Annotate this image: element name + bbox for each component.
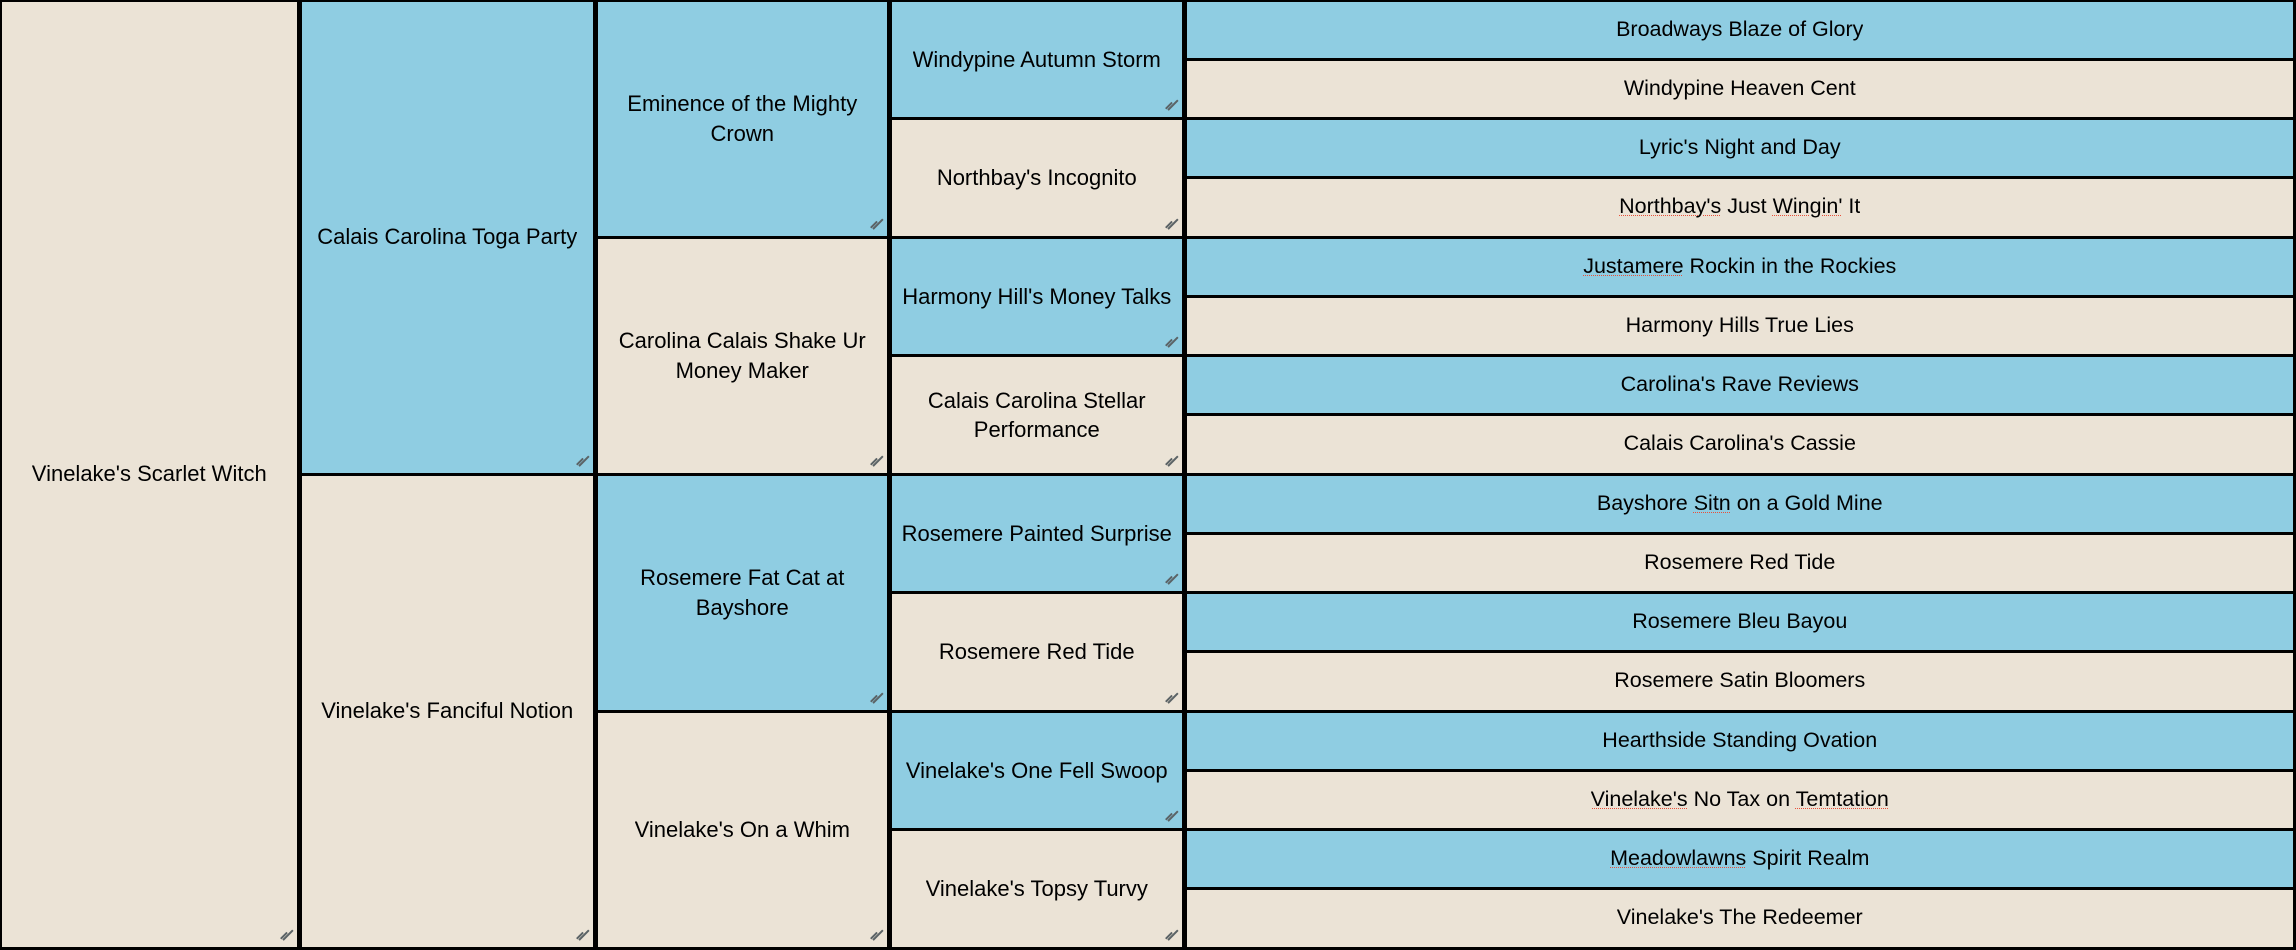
pedigree-cell[interactable]: Rosemere Red Tide: [1184, 532, 2296, 594]
pedigree-cell-label: Rosemere Painted Surprise: [902, 519, 1172, 548]
pedigree-cell[interactable]: Rosemere Red Tide: [889, 591, 1186, 713]
pedigree-cell[interactable]: Rosemere Satin Bloomers: [1184, 650, 2296, 712]
resize-handle-icon[interactable]: [571, 926, 588, 943]
pedigree-cell[interactable]: Northbay's Incognito: [889, 117, 1186, 239]
pedigree-cell[interactable]: Calais Carolina Stellar Performance: [889, 354, 1186, 476]
pedigree-cell[interactable]: Rosemere Bleu Bayou: [1184, 591, 2296, 653]
resize-handle-icon[interactable]: [865, 926, 882, 943]
pedigree-cell-label: Harmony Hill's Money Talks: [902, 282, 1171, 311]
pedigree-cell-label: Justamere Rockin in the Rockies: [1583, 254, 1896, 280]
pedigree-cell-label: Vinelake's Fanciful Notion: [321, 696, 573, 725]
pedigree-cell-label: Vinelake's Scarlet Witch: [32, 459, 267, 488]
resize-handle-icon[interactable]: [571, 452, 588, 469]
pedigree-cell-label: Northbay's Just Wingin' It: [1619, 194, 1860, 220]
pedigree-cell[interactable]: Eminence of the Mighty Crown: [595, 0, 891, 239]
pedigree-cell-label: Windypine Autumn Storm: [913, 45, 1161, 74]
pedigree-cell[interactable]: Vinelake's Topsy Turvy: [889, 828, 1186, 950]
pedigree-cell[interactable]: Lyric's Night and Day: [1184, 117, 2296, 179]
pedigree-cell-label: Vinelake's The Redeemer: [1617, 905, 1863, 931]
pedigree-cell[interactable]: Broadways Blaze of Glory: [1184, 0, 2296, 61]
misspelled-word: Northbay's: [1619, 194, 1721, 218]
pedigree-cell-label: Broadways Blaze of Glory: [1616, 17, 1863, 43]
resize-handle-icon[interactable]: [1160, 452, 1177, 469]
misspelled-word: Vinelake's: [1591, 787, 1688, 811]
resize-handle-icon[interactable]: [865, 452, 882, 469]
misspelled-word: Temtation: [1796, 787, 1889, 811]
resize-handle-icon[interactable]: [865, 689, 882, 706]
pedigree-cell[interactable]: Calais Carolina Toga Party: [299, 0, 597, 476]
generation-1-subject: Vinelake's Scarlet Witch: [0, 0, 300, 948]
resize-handle-icon[interactable]: [1160, 96, 1177, 113]
pedigree-cell-label: Harmony Hills True Lies: [1626, 313, 1854, 339]
pedigree-cell-label: Rosemere Bleu Bayou: [1632, 609, 1847, 635]
pedigree-cell[interactable]: Harmony Hill's Money Talks: [889, 236, 1186, 358]
misspelled-word: Justamere: [1583, 254, 1683, 278]
pedigree-cell-label: Vinelake's No Tax on Temtation: [1591, 787, 1889, 813]
pedigree-cell[interactable]: Vinelake's No Tax on Temtation: [1184, 769, 2296, 831]
pedigree-cell-label: Vinelake's One Fell Swoop: [906, 756, 1168, 785]
resize-handle-icon[interactable]: [1160, 333, 1177, 350]
resize-handle-icon[interactable]: [865, 215, 882, 232]
pedigree-cell-label: Rosemere Red Tide: [1644, 550, 1835, 576]
pedigree-cell-label: Hearthside Standing Ovation: [1602, 728, 1877, 754]
resize-handle-icon[interactable]: [1160, 689, 1177, 706]
pedigree-cell[interactable]: Northbay's Just Wingin' It: [1184, 176, 2296, 238]
pedigree-cell[interactable]: Hearthside Standing Ovation: [1184, 710, 2296, 772]
pedigree-cell-label: Windypine Heaven Cent: [1624, 76, 1856, 102]
pedigree-cell-label: Eminence of the Mighty Crown: [604, 89, 882, 147]
pedigree-cell[interactable]: Meadowlawns Spirit Realm: [1184, 828, 2296, 890]
resize-handle-icon[interactable]: [1160, 926, 1177, 943]
resize-handle-icon[interactable]: [275, 926, 292, 943]
pedigree-cell-label: Rosemere Fat Cat at Bayshore: [604, 563, 882, 621]
pedigree-cell[interactable]: Harmony Hills True Lies: [1184, 295, 2296, 357]
pedigree-cell[interactable]: Vinelake's One Fell Swoop: [889, 710, 1186, 832]
pedigree-cell-label: Meadowlawns Spirit Realm: [1610, 846, 1869, 872]
pedigree-cell-label: Rosemere Satin Bloomers: [1614, 668, 1865, 694]
pedigree-cell-label: Vinelake's Topsy Turvy: [926, 874, 1148, 903]
resize-handle-icon[interactable]: [1160, 807, 1177, 824]
resize-handle-icon[interactable]: [1160, 570, 1177, 587]
pedigree-cell[interactable]: Carolina Calais Shake Ur Money Maker: [595, 236, 891, 476]
misspelled-word: Wingin': [1773, 194, 1843, 218]
pedigree-cell[interactable]: Windypine Heaven Cent: [1184, 58, 2296, 120]
pedigree-cell[interactable]: Rosemere Fat Cat at Bayshore: [595, 473, 891, 713]
pedigree-cell[interactable]: Vinelake's The Redeemer: [1184, 887, 2296, 949]
pedigree-cell[interactable]: Rosemere Painted Surprise: [889, 473, 1186, 595]
misspelled-word: Sitn: [1694, 491, 1731, 515]
pedigree-cell-label: Carolina's Rave Reviews: [1621, 372, 1859, 398]
pedigree-cell-label: Lyric's Night and Day: [1639, 135, 1841, 161]
pedigree-cell[interactable]: Justamere Rockin in the Rockies: [1184, 236, 2296, 298]
pedigree-cell[interactable]: Calais Carolina's Cassie: [1184, 413, 2296, 475]
pedigree-cell[interactable]: Bayshore Sitn on a Gold Mine: [1184, 473, 2296, 535]
pedigree-cell[interactable]: Vinelake's Scarlet Witch: [0, 0, 300, 950]
resize-handle-icon[interactable]: [1160, 215, 1177, 232]
pedigree-cell[interactable]: Vinelake's On a Whim: [595, 710, 891, 950]
pedigree-cell-label: Calais Carolina's Cassie: [1624, 431, 1856, 457]
pedigree-cell[interactable]: Vinelake's Fanciful Notion: [299, 473, 597, 950]
pedigree-cell-label: Bayshore Sitn on a Gold Mine: [1597, 491, 1883, 517]
pedigree-cell[interactable]: Carolina's Rave Reviews: [1184, 354, 2296, 416]
pedigree-cell-label: Carolina Calais Shake Ur Money Maker: [604, 326, 882, 384]
pedigree-cell-label: Calais Carolina Stellar Performance: [898, 386, 1177, 444]
pedigree-cell-label: Vinelake's On a Whim: [635, 815, 850, 844]
pedigree-cell-label: Rosemere Red Tide: [939, 637, 1135, 666]
misspelled-word: Meadowlawns: [1610, 846, 1746, 870]
pedigree-cell-label: Calais Carolina Toga Party: [317, 222, 577, 251]
pedigree-cell[interactable]: Windypine Autumn Storm: [889, 0, 1186, 120]
pedigree-cell-label: Northbay's Incognito: [937, 163, 1137, 192]
